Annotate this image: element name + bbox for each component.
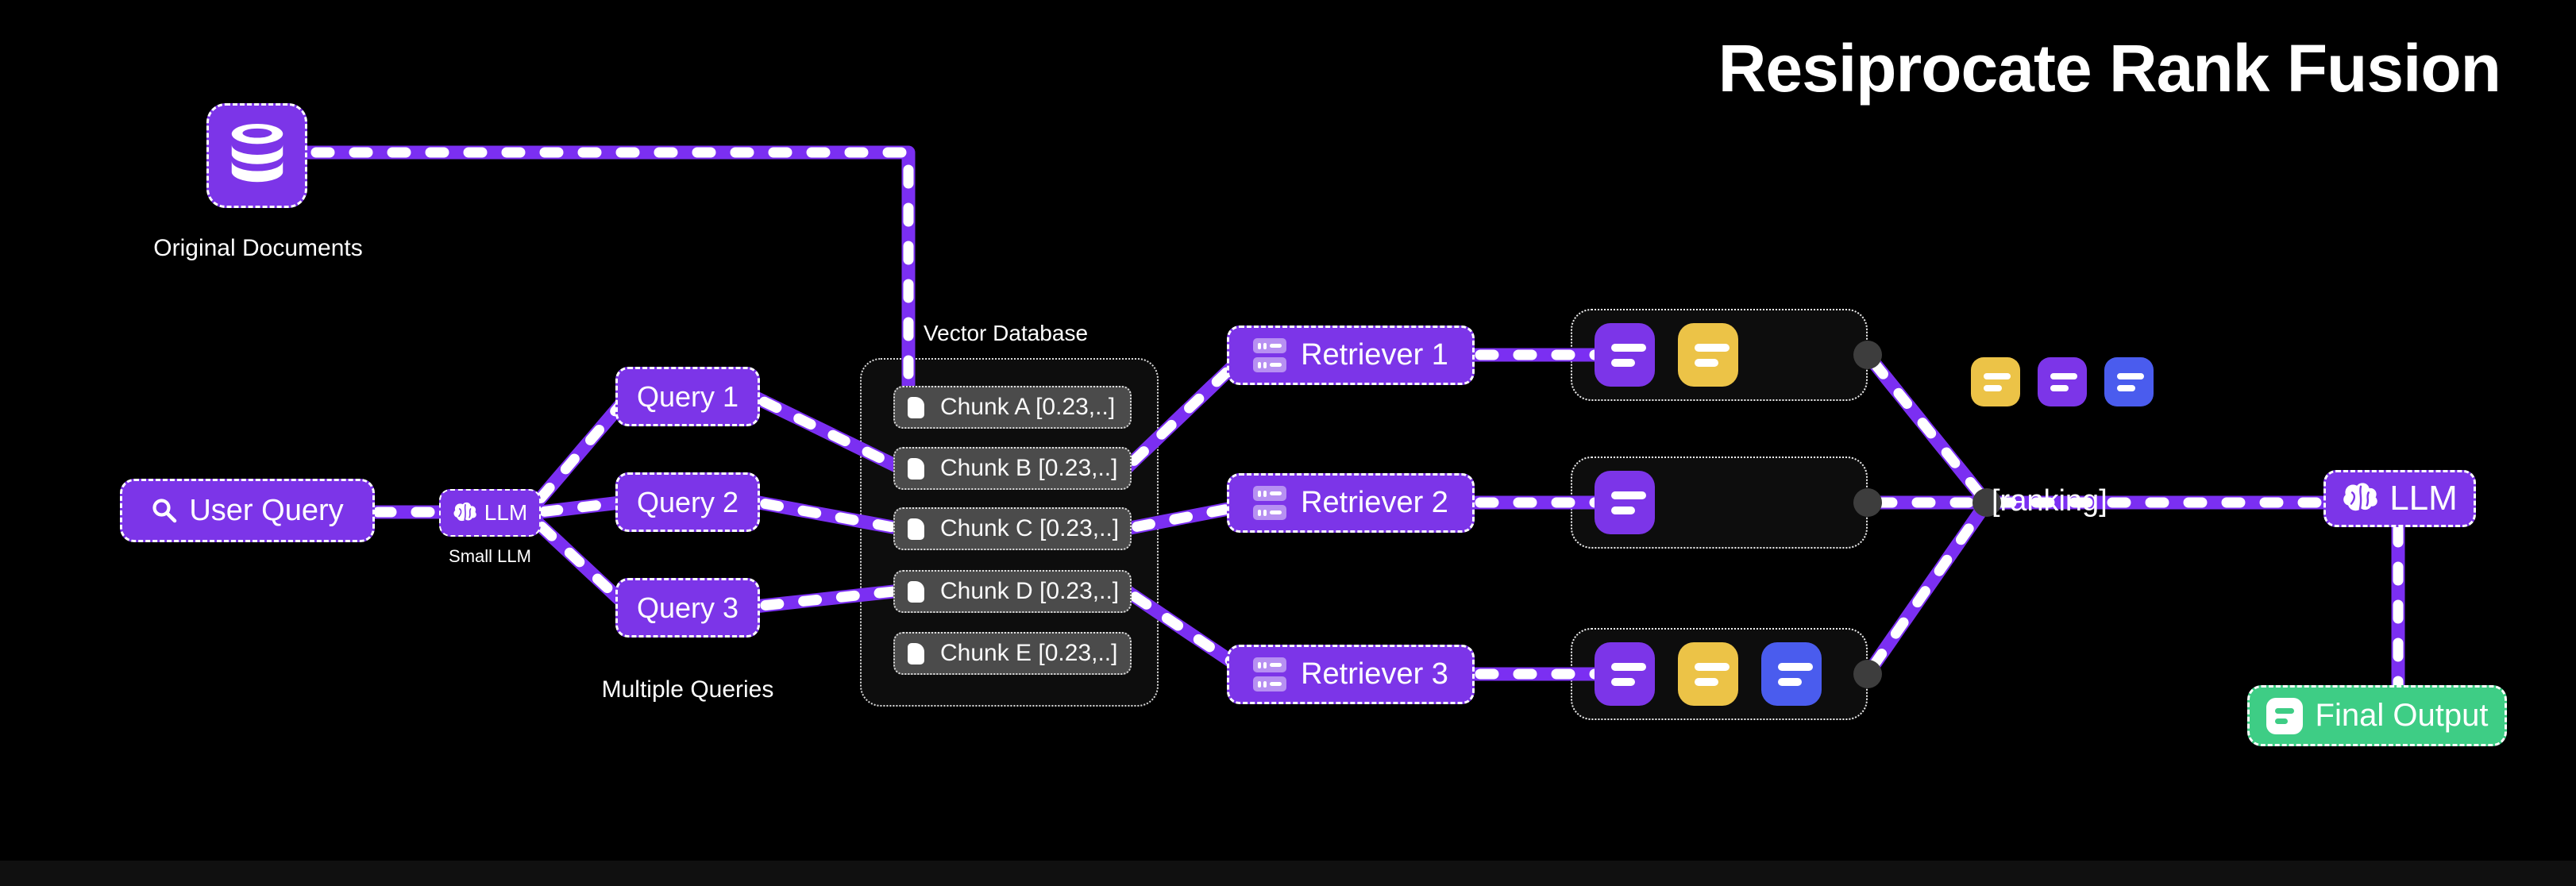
chunk-c-label: Chunk C [0.23,..] bbox=[940, 515, 1120, 541]
retriever-1-result-docs bbox=[1595, 323, 1738, 387]
retriever-3-label: Retriever 3 bbox=[1301, 657, 1448, 691]
retriever-3-result-docs bbox=[1595, 642, 1822, 706]
vector-database-label: Vector Database bbox=[924, 321, 1089, 345]
file-icon bbox=[908, 396, 924, 418]
query-3-node: Query 3 bbox=[615, 578, 760, 638]
retriever-1-label: Retriever 1 bbox=[1301, 338, 1448, 372]
server-stack-icon bbox=[1253, 657, 1287, 691]
final-output-label: Final Output bbox=[2315, 698, 2489, 733]
original-documents-label: Original Documents bbox=[153, 235, 363, 261]
bottom-strip bbox=[0, 861, 2576, 886]
chunk-a-label: Chunk A [0.23,..] bbox=[940, 394, 1116, 420]
retriever-2-node: Retriever 2 bbox=[1227, 473, 1475, 533]
chunk-e-label: Chunk E [0.23,..] bbox=[940, 640, 1118, 666]
query-1-label: Query 1 bbox=[636, 379, 739, 413]
document-icon bbox=[1595, 323, 1655, 387]
file-icon bbox=[908, 642, 924, 664]
database-icon bbox=[227, 122, 287, 189]
page-title: Resiprocate Rank Fusion bbox=[1718, 31, 2501, 106]
chunk-d-row: Chunk D [0.23,..] bbox=[893, 570, 1132, 613]
document-icon bbox=[2104, 357, 2154, 406]
file-icon bbox=[908, 580, 924, 603]
brain-icon bbox=[453, 502, 478, 524]
small-llm-caption: Small LLM bbox=[449, 546, 531, 566]
junction-nodes bbox=[1853, 341, 2001, 688]
query-2-label: Query 2 bbox=[636, 485, 739, 518]
llm-node: LLM bbox=[2323, 470, 2476, 527]
file-icon bbox=[908, 518, 924, 540]
document-icon bbox=[1595, 471, 1655, 534]
document-icon bbox=[2266, 697, 2303, 734]
ranking-docs bbox=[1971, 357, 2154, 406]
retriever-3-node: Retriever 3 bbox=[1227, 645, 1475, 704]
retriever-2-label: Retriever 2 bbox=[1301, 486, 1448, 519]
search-icon bbox=[151, 497, 178, 524]
chunk-b-label: Chunk B [0.23,..] bbox=[940, 455, 1118, 481]
document-icon bbox=[1971, 357, 2020, 406]
query-3-label: Query 3 bbox=[636, 591, 739, 624]
document-icon bbox=[1678, 642, 1738, 706]
multiple-queries-caption: Multiple Queries bbox=[601, 676, 774, 703]
chunk-d-label: Chunk D [0.23,..] bbox=[940, 578, 1120, 604]
llm-label: LLM bbox=[2389, 479, 2458, 518]
document-icon bbox=[1678, 323, 1738, 387]
document-icon bbox=[2038, 357, 2087, 406]
file-icon bbox=[908, 457, 924, 480]
retriever-2-result-docs bbox=[1595, 471, 1655, 534]
chunk-c-row: Chunk C [0.23,..] bbox=[893, 507, 1132, 550]
chunk-b-row: Chunk B [0.23,..] bbox=[893, 447, 1132, 490]
user-query-node: User Query bbox=[120, 479, 375, 542]
chunk-a-row: Chunk A [0.23,..] bbox=[893, 386, 1132, 429]
server-stack-icon bbox=[1253, 338, 1287, 372]
document-icon bbox=[1595, 642, 1655, 706]
final-output-node: Final Output bbox=[2247, 685, 2507, 746]
document-icon bbox=[1761, 642, 1822, 706]
query-2-node: Query 2 bbox=[615, 472, 760, 532]
brain-icon bbox=[2342, 482, 2380, 515]
user-query-label: User Query bbox=[189, 493, 344, 527]
ranking-label: [ranking] bbox=[1992, 484, 2107, 518]
small-llm-label: LLM bbox=[484, 500, 528, 525]
small-llm-node: LLM bbox=[439, 489, 541, 537]
server-stack-icon bbox=[1253, 486, 1287, 520]
chunk-e-row: Chunk E [0.23,..] bbox=[893, 632, 1132, 675]
retriever-1-node: Retriever 1 bbox=[1227, 326, 1475, 385]
original-documents-node bbox=[206, 103, 307, 208]
query-1-node: Query 1 bbox=[615, 367, 760, 426]
